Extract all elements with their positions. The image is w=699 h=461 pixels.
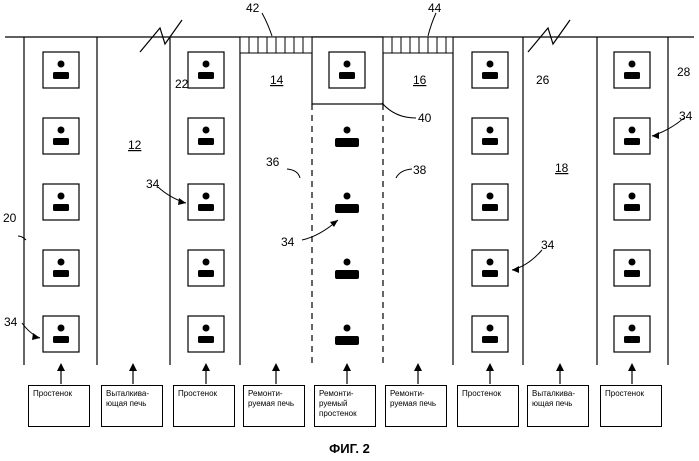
- label-text: Простенок: [178, 389, 217, 398]
- label-box-pushing-oven: Выталкива-ющая печь: [101, 385, 163, 427]
- ref-42: 42: [246, 1, 260, 15]
- break-symbol-right: [528, 20, 570, 52]
- port: [43, 118, 79, 154]
- label-arrows: [57, 363, 636, 384]
- port-group-wall-22: [188, 52, 224, 352]
- port: [614, 52, 650, 88]
- label-box-repaired-wall: Ремонти-руемый простенок: [314, 385, 376, 427]
- label-text: Простенок: [33, 389, 72, 398]
- port-group-wall-20: [43, 52, 79, 352]
- label-box-wall: Простенок: [600, 385, 662, 427]
- ref-40: 40: [418, 111, 432, 125]
- label-text: Простенок: [605, 389, 644, 398]
- ref-14: 14: [270, 73, 284, 87]
- port-marker: [335, 325, 359, 346]
- label-text: Ремонти-руемый простенок: [319, 389, 357, 418]
- port: [472, 118, 508, 154]
- port: [614, 184, 650, 220]
- label-text: Ремонти-руемая печь: [248, 389, 294, 408]
- ref-22: 22: [175, 77, 189, 91]
- ref-44: 44: [428, 1, 442, 15]
- port: [472, 250, 508, 286]
- port-group-wall-26: [472, 52, 508, 352]
- ref-36: 36: [266, 155, 280, 169]
- ref-26: 26: [536, 73, 550, 87]
- ref-34-wall-28: 34: [679, 109, 693, 123]
- port: [472, 316, 508, 352]
- port: [614, 250, 650, 286]
- label-text: Простенок: [462, 389, 501, 398]
- port: [43, 184, 79, 220]
- label-text: Выталкива-ющая печь: [532, 389, 575, 408]
- ref-20: 20: [3, 211, 17, 225]
- label-box-pushing-oven: Выталкива-ющая печь: [527, 385, 589, 427]
- port: [43, 52, 79, 88]
- port: [614, 316, 650, 352]
- label-text: Ремонти-руемая печь: [390, 389, 436, 408]
- ref-18: 18: [555, 161, 569, 175]
- port: [188, 316, 224, 352]
- port: [188, 250, 224, 286]
- ref-34-wall-22: 34: [146, 177, 160, 191]
- port: [614, 118, 650, 154]
- figure-caption: ФИГ. 2: [0, 441, 699, 456]
- label-box-repaired-oven: Ремонти-руемая печь: [243, 385, 305, 427]
- port: [188, 118, 224, 154]
- port-marker: [335, 259, 359, 280]
- label-box-wall: Простенок: [28, 385, 90, 427]
- port-group-wall-28: [614, 52, 650, 352]
- port: [329, 52, 365, 88]
- label-box-wall: Простенок: [173, 385, 235, 427]
- port-marker: [335, 127, 359, 148]
- ref-34-wall-26: 34: [541, 238, 555, 252]
- label-text: Выталкива-ющая печь: [106, 389, 149, 408]
- plate-42: [240, 37, 312, 53]
- port: [43, 250, 79, 286]
- label-box-wall: Простенок: [457, 385, 519, 427]
- port: [472, 52, 508, 88]
- port-marker: [335, 193, 359, 214]
- plate-44: [383, 37, 453, 53]
- ref-34-repaired-wall: 34: [281, 235, 295, 249]
- port: [188, 52, 224, 88]
- label-box-repaired-oven: Ремонти-руемая печь: [385, 385, 447, 427]
- port: [43, 316, 79, 352]
- port: [188, 184, 224, 220]
- ref-34-left-bottom: 34: [4, 315, 18, 329]
- ref-38: 38: [413, 163, 427, 177]
- ref-16: 16: [413, 73, 427, 87]
- break-symbol-left: [140, 20, 182, 52]
- ref-28: 28: [677, 65, 691, 79]
- port: [472, 184, 508, 220]
- ref-12: 12: [128, 138, 142, 152]
